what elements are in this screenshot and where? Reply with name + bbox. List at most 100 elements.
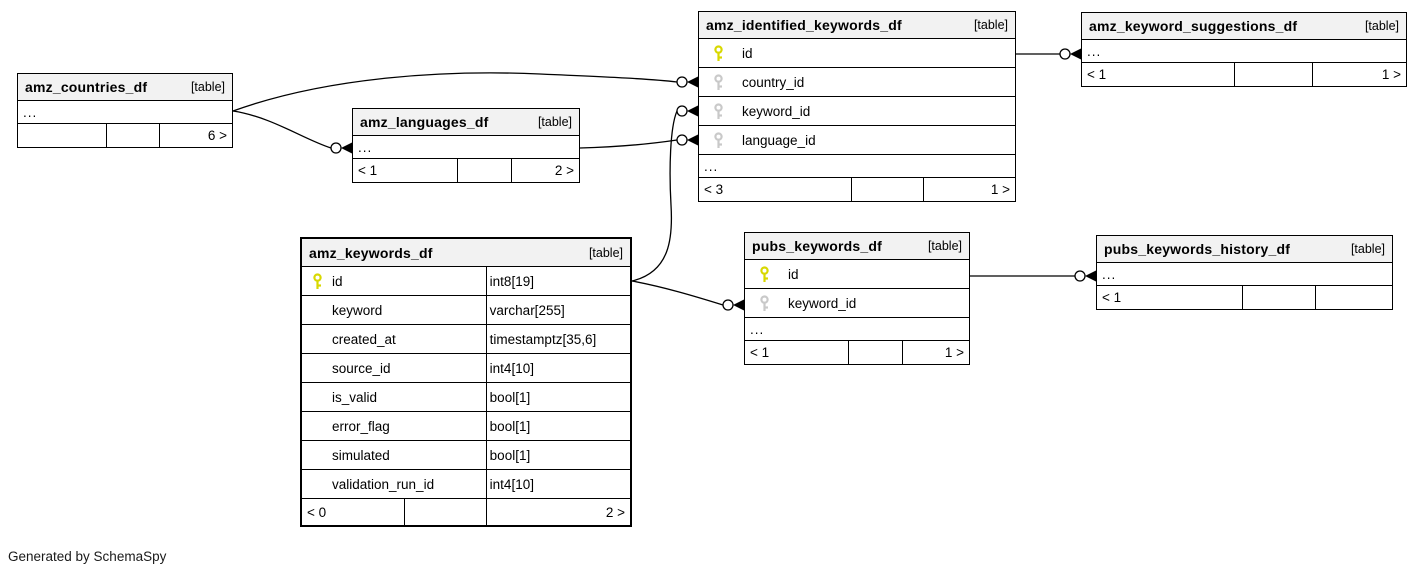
table-amz_keywords_df[interactable]: amz_keywords_df[table]id int8[19] keyword v…: [300, 237, 632, 527]
column-row-keyword_id[interactable]: keyword_id: [699, 97, 1015, 126]
column-row-id[interactable]: id: [745, 260, 969, 289]
column-left-cell: validation_run_id: [302, 470, 486, 498]
foreign-key-icon: [712, 102, 725, 120]
column-row-keyword_id[interactable]: keyword_id: [745, 289, 969, 318]
column-name: error_flag: [332, 418, 390, 434]
column-left-cell: id: [745, 260, 969, 288]
table-header[interactable]: pubs_keywords_df [table]: [745, 233, 969, 260]
table-name[interactable]: amz_identified_keywords_df: [706, 17, 902, 33]
column-left-cell: id: [302, 267, 486, 295]
column-name: source_id: [332, 360, 391, 376]
primary-key-icon: [311, 272, 324, 290]
table-type-badge: [table]: [1364, 19, 1399, 33]
no-key-spacer: [311, 447, 324, 464]
column-type: varchar[255]: [485, 296, 630, 324]
column-left-cell: country_id: [699, 68, 1015, 96]
footer-cell-left: [18, 124, 106, 147]
column-left-cell: language_id: [699, 126, 1015, 154]
column-name: id: [332, 273, 343, 289]
foreign-key-icon: [712, 73, 725, 91]
footer-cell-left: < 1: [750, 345, 770, 360]
hidden-columns-row: ...: [353, 136, 579, 159]
edge-keywords-to-pubs-keyword-id: [631, 280, 744, 311]
table-type-badge: [table]: [190, 80, 225, 94]
footer-cell-left: < 1: [1087, 67, 1107, 82]
column-name: created_at: [332, 331, 396, 347]
table-name[interactable]: amz_keywords_df: [309, 244, 433, 261]
footer-cell-right: 1 >: [923, 178, 1015, 201]
schemaspy-credit: Generated by SchemaSpy: [8, 549, 167, 564]
column-left-cell: error_flag: [302, 412, 486, 440]
table-type-badge: [table]: [927, 239, 962, 253]
table-name[interactable]: pubs_keywords_history_df: [1104, 241, 1291, 257]
footer-cell-right: 2 >: [485, 499, 630, 525]
column-name: simulated: [332, 447, 390, 463]
no-key-spacer: [311, 331, 324, 348]
footer-cell-middle: [850, 178, 924, 201]
primary-key-icon: [758, 265, 771, 283]
column-row-source_id[interactable]: source_id int4[10]: [302, 354, 630, 383]
column-name: language_id: [742, 132, 816, 148]
edge-languages-to-identified-language-id: [579, 134, 698, 149]
footer-cell-middle: [105, 124, 160, 147]
column-row-created_at[interactable]: created_at timestamptz[35,6]: [302, 325, 630, 354]
relationship-count-row: 6 >: [18, 124, 232, 147]
table-header[interactable]: amz_keyword_suggestions_df [table]: [1082, 13, 1406, 40]
no-key-spacer: [311, 389, 324, 406]
table-header[interactable]: amz_countries_df [table]: [18, 74, 232, 101]
table-header[interactable]: pubs_keywords_history_df [table]: [1097, 236, 1392, 263]
column-row-language_id[interactable]: language_id: [699, 126, 1015, 155]
table-name[interactable]: amz_keyword_suggestions_df: [1089, 18, 1298, 34]
foreign-key-icon: [712, 131, 725, 149]
table-type-badge: [table]: [537, 115, 572, 129]
column-type: timestamptz[35,6]: [485, 325, 630, 353]
footer-cell-left: < 0: [307, 504, 327, 520]
table-header[interactable]: amz_identified_keywords_df[table]: [699, 12, 1015, 39]
column-left-cell: keyword_id: [745, 289, 969, 317]
table-header[interactable]: amz_languages_df [table]: [353, 109, 579, 136]
column-left-cell: keyword: [302, 296, 486, 324]
no-key-spacer: [311, 360, 324, 377]
hidden-columns-row: ...: [1097, 263, 1392, 286]
table-amz_identified_keywords_df[interactable]: amz_identified_keywords_df[table]id count…: [698, 11, 1016, 202]
table-type-badge: [table]: [1350, 242, 1385, 256]
column-name: country_id: [742, 74, 805, 90]
column-name: keyword: [332, 302, 383, 318]
hidden-columns-row: ...: [745, 318, 969, 341]
column-left-cell: created_at: [302, 325, 486, 353]
table-header[interactable]: amz_keywords_df[table]: [302, 239, 630, 267]
column-type: int4[10]: [485, 354, 630, 382]
column-left-cell: simulated: [302, 441, 486, 469]
hidden-columns-row: ...: [1082, 40, 1406, 63]
column-row-country_id[interactable]: country_id: [699, 68, 1015, 97]
table-name[interactable]: amz_countries_df: [25, 79, 148, 95]
table-name[interactable]: pubs_keywords_df: [752, 238, 883, 254]
footer-cell-middle: [1234, 63, 1312, 86]
footer-cell-middle: [403, 499, 486, 525]
primary-key-icon: [712, 44, 725, 62]
column-row-id[interactable]: id int8[19]: [302, 267, 630, 296]
column-row-id[interactable]: id: [699, 39, 1015, 68]
column-name: keyword_id: [742, 103, 811, 119]
column-type: int8[19]: [485, 267, 630, 295]
table-amz_countries_df[interactable]: amz_countries_df[table]...6 >: [17, 73, 233, 148]
table-name[interactable]: amz_languages_df: [360, 114, 489, 130]
footer-cell-middle: [456, 159, 511, 182]
column-left-cell: id: [699, 39, 1015, 67]
column-name: id: [742, 45, 753, 61]
column-left-cell: keyword_id: [699, 97, 1015, 125]
table-pubs_keywords_history_df[interactable]: pubs_keywords_history_df[table]...< 1: [1096, 235, 1393, 310]
footer-cell-middle: [848, 341, 902, 364]
column-row-keyword[interactable]: keyword varchar[255]: [302, 296, 630, 325]
column-name: is_valid: [332, 389, 378, 405]
